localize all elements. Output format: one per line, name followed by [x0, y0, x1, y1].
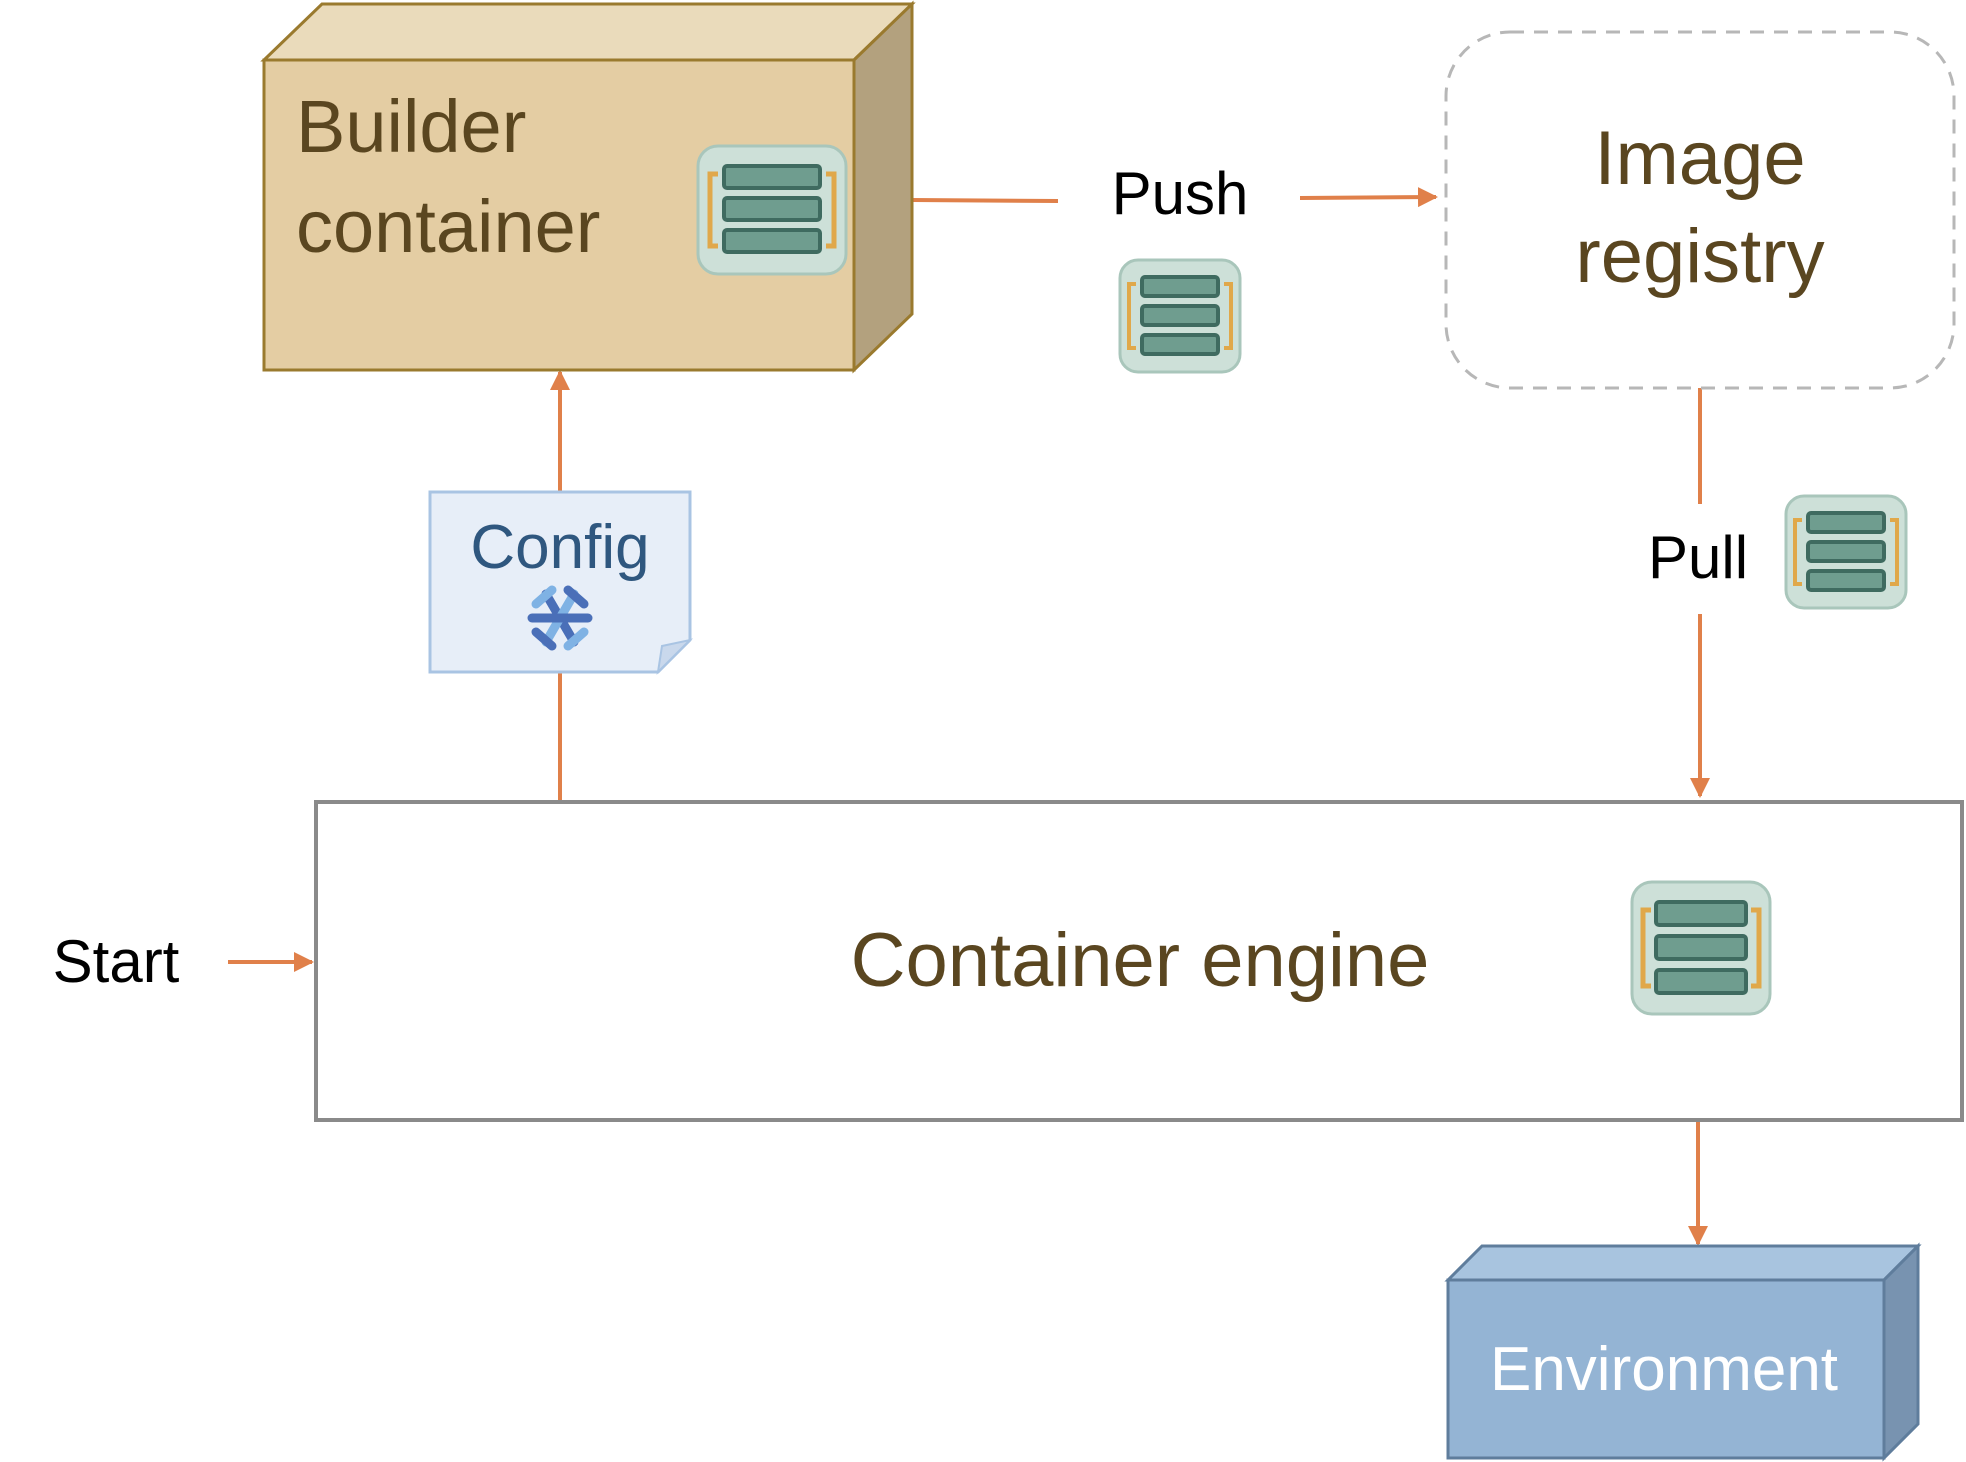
- builder-box-side-face: [852, 0, 914, 374]
- registry-label-line1: Image: [1594, 116, 1805, 201]
- push-container-image-icon: [1118, 258, 1242, 374]
- registry-label-line2: registry: [1575, 214, 1824, 299]
- engine-label: Container engine: [851, 918, 1430, 1003]
- push-arrow: [1299, 187, 1438, 208]
- builder-label-line2: container: [296, 185, 600, 268]
- environment-box: Environment: [1444, 1242, 1922, 1462]
- config-document: Config: [428, 490, 694, 675]
- environment-label: Environment: [1490, 1335, 1838, 1404]
- builder-container-image-icon: [696, 144, 848, 276]
- push-label: Push: [1112, 160, 1249, 227]
- image-registry-box: Image registry: [1444, 30, 1956, 390]
- pull-container-image-icon: [1784, 494, 1908, 610]
- nix-snowflake-icon: [527, 585, 593, 651]
- push-arrow-segment-1: [911, 198, 1059, 203]
- start-label: Start: [53, 928, 180, 995]
- environment-box-side-face: [1882, 1242, 1920, 1462]
- pull-label: Pull: [1648, 524, 1748, 591]
- builder-container-box: Builder container: [260, 0, 916, 374]
- builder-box-top-face: [260, 2, 916, 62]
- environment-box-front-face: [1446, 1278, 1886, 1460]
- config-label: Config: [470, 513, 649, 582]
- registry-outline: [1444, 30, 1956, 390]
- environment-box-top-face: [1444, 1244, 1922, 1282]
- builder-label-line1: Builder: [296, 85, 526, 168]
- engine-container-image-icon: [1630, 880, 1772, 1016]
- edges: [228, 187, 1710, 1246]
- config-page-curl: [656, 638, 694, 675]
